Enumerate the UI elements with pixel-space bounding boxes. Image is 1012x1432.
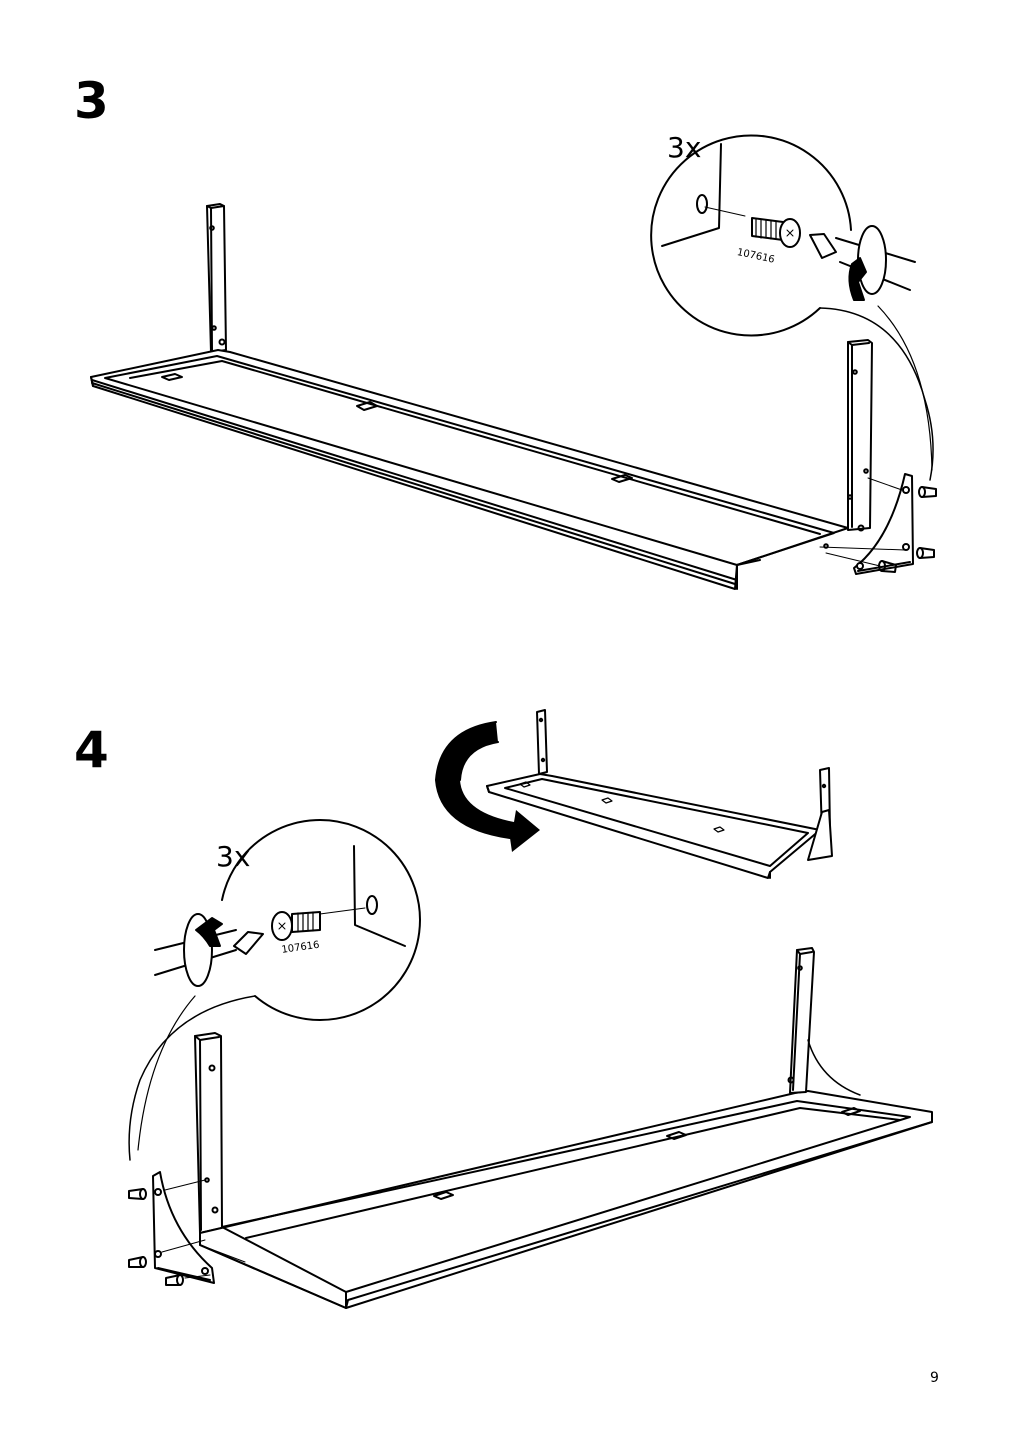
step-3-quantity: 3x <box>667 131 702 164</box>
step4-flip-diagram <box>436 710 832 878</box>
step-3-number: 3 <box>74 72 109 130</box>
step4-shelf-frame <box>129 948 932 1308</box>
page-number: 9 <box>930 1370 939 1386</box>
step4-detail-callout <box>129 820 420 1160</box>
step-4-number: 4 <box>74 721 109 779</box>
step3-shelf-frame <box>91 204 936 589</box>
step-4-quantity: 3x <box>216 840 251 873</box>
step3-detail-callout <box>651 135 933 480</box>
